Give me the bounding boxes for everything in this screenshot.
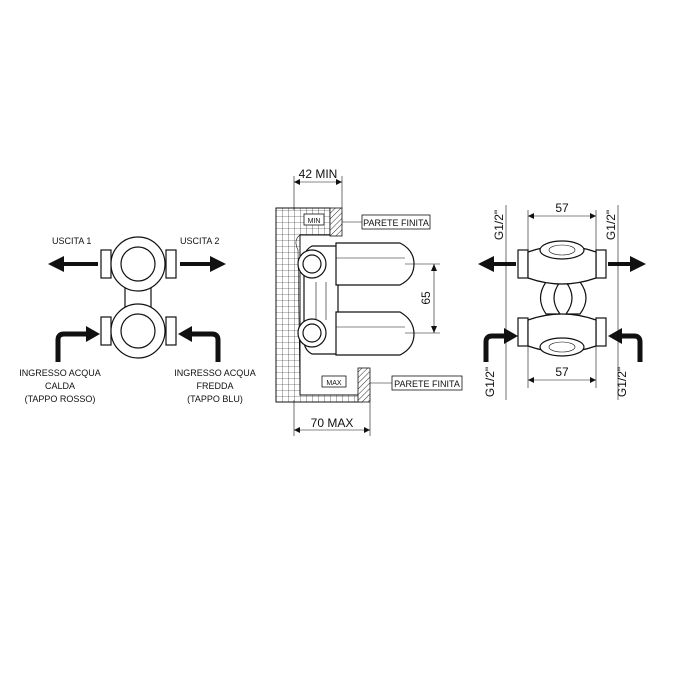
outlet-2-label: USCITA 2: [180, 236, 219, 246]
top-view: 57 57 G1/2" G1/2" G1/2" G1/2": [478, 201, 646, 400]
upper-valve: [100, 236, 177, 292]
outlet-2-arrow-icon: [180, 256, 226, 272]
top-inlet-right-arrow-icon: [608, 328, 643, 362]
outlet-1-label: USCITA 1: [52, 236, 91, 246]
thread-bottom-left: G1/2": [483, 367, 497, 397]
top-outlet-right-arrow-icon: [608, 256, 646, 272]
max-tag: MAX: [326, 380, 342, 387]
max-depth-dimension: 70 MAX: [311, 416, 354, 430]
bottom-width-dimension: 57: [555, 365, 569, 379]
wall-finish-strip-max: [357, 367, 371, 403]
lower-valve: [100, 303, 177, 359]
front-view: USCITA 1 USCITA 2 INGRESSO ACQUA CALDA (…: [19, 236, 256, 404]
min-tag: MIN: [308, 218, 321, 225]
top-inlet-left-arrow-icon: [483, 328, 518, 362]
hot-inlet-label-2: CALDA: [45, 381, 75, 391]
thread-top-left: G1/2": [492, 210, 506, 240]
cold-inlet-label-3: (TAPPO BLU): [187, 394, 243, 404]
side-view: MIN MAX PARETE FINITA PARETE FINITA: [275, 167, 463, 436]
top-outlet-left-arrow-icon: [478, 256, 516, 272]
upper-cartridge: [297, 242, 415, 286]
top-lower-body: [517, 313, 607, 357]
wall-finish-strip-min: [329, 207, 343, 237]
hot-inlet-label-1: INGRESSO ACQUA: [19, 368, 101, 378]
hot-inlet-label-3: (TAPPO ROSSO): [25, 394, 96, 404]
cold-inlet-arrow-icon: [178, 326, 221, 362]
lower-cartridge: [297, 311, 415, 356]
cold-inlet-label-2: FREDDA: [196, 381, 233, 391]
spacing-dimension: 65: [419, 291, 433, 305]
wall-finish-label-1: PARETE FINITA: [363, 218, 429, 228]
cold-inlet-label-1: INGRESSO ACQUA: [174, 368, 256, 378]
top-upper-body: [517, 240, 607, 285]
outlet-1-arrow-icon: [48, 256, 98, 272]
top-width-dimension: 57: [555, 201, 569, 215]
thread-bottom-right: G1/2": [615, 367, 629, 397]
wall-finish-label-2: PARETE FINITA: [394, 379, 460, 389]
thread-top-right: G1/2": [604, 210, 618, 240]
min-depth-dimension: 42 MIN: [299, 167, 338, 181]
hot-inlet-arrow-icon: [55, 326, 100, 362]
